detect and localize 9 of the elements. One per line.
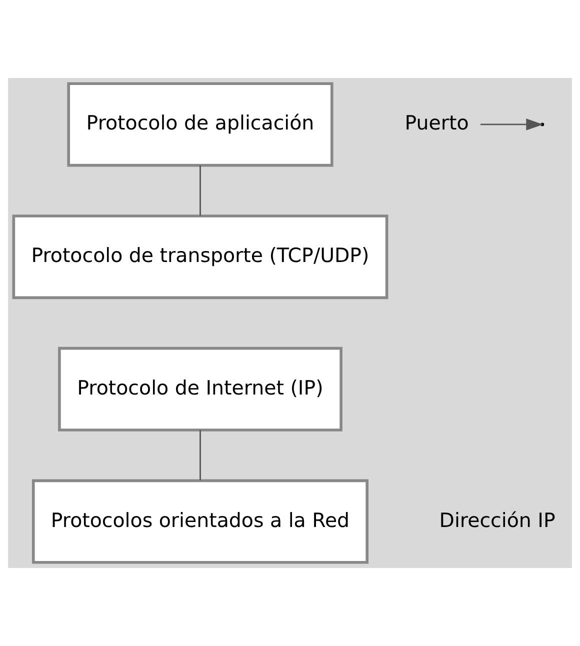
label: Dirección IP	[439, 508, 556, 532]
node-box: Protocolo de aplicación	[67, 82, 334, 167]
connector	[200, 430, 201, 480]
node-box: Protocolo de transporte (TCP/UDP)	[12, 214, 388, 300]
node-box: Protocolo de Internet (IP)	[58, 346, 342, 432]
node-text: Puerto	[404, 112, 469, 135]
arrow	[480, 118, 544, 130]
connector	[200, 165, 201, 216]
node-box: Protocolos orientados a la Red	[32, 479, 368, 564]
